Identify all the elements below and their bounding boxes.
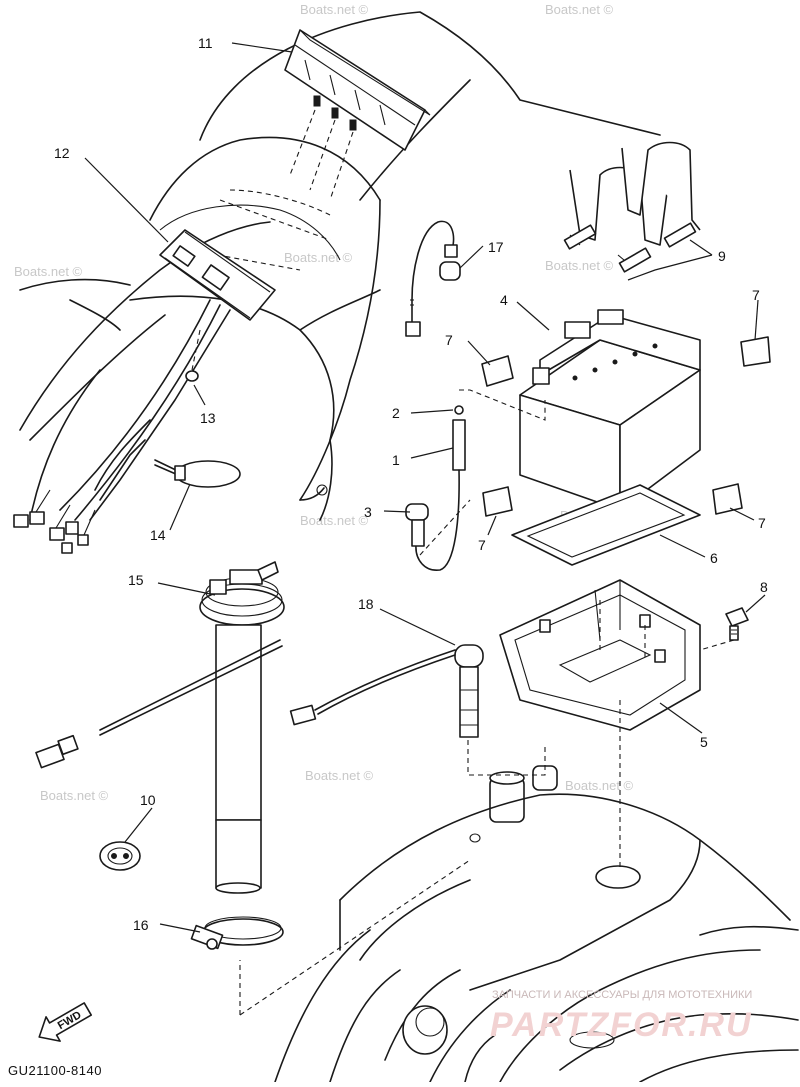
part-10-grommet[interactable] [99,841,141,871]
watermark: Boats.net © [305,768,374,783]
callout-8[interactable]: 8 [760,579,768,595]
callout-1[interactable]: 1 [392,452,400,468]
part-6-mat[interactable] [511,484,701,566]
hull-upper [19,11,661,521]
part-3-clamp[interactable] [405,503,429,547]
part-7-labels[interactable] [481,336,771,517]
part-5-battery-box[interactable] [499,579,701,731]
fwd-arrow: FWD [38,1002,93,1042]
watermark: Boats.net © [565,778,634,793]
part-15-fuel-sender[interactable] [35,561,285,894]
callout-18[interactable]: 18 [358,596,374,612]
watermark: Boats.net © [284,250,353,265]
watermark: Boats.net © [14,264,83,279]
brand-name: PARTZFOR.RU [490,1006,753,1044]
callout-numbers: 11 12 13 14 17 9 4 7 7 2 1 3 7 7 6 8 5 1… [54,35,768,933]
part-8-bolt[interactable] [699,607,749,651]
callout-7-top[interactable]: 7 [445,332,453,348]
callout-14[interactable]: 14 [150,527,166,543]
callout-15[interactable]: 15 [128,572,144,588]
brand-watermark: ЗАПЧАСТИ И АКСЕССУАРЫ ДЛЯ МОТОТЕХНИКИ PA… [490,989,753,1044]
watermark: Boats.net © [40,788,109,803]
hull-lower-tank [274,765,799,1083]
diagram-code: GU21100-8140 [8,1063,102,1078]
watermarks: Boats.net © Boats.net © Boats.net © Boat… [14,2,634,803]
callout-4[interactable]: 4 [500,292,508,308]
watermark: Boats.net © [545,258,614,273]
watermark: Boats.net © [300,513,369,528]
watermark: Boats.net © [545,2,614,17]
callout-12[interactable]: 12 [54,145,70,161]
callout-7-bottom-left[interactable]: 7 [478,537,486,553]
callout-16[interactable]: 16 [133,917,149,933]
assembly-lines [239,499,621,1016]
callout-7-bottom-right[interactable]: 7 [758,515,766,531]
part-9-battery-band[interactable] [563,141,701,273]
leader-lines [84,42,766,933]
callout-17[interactable]: 17 [488,239,504,255]
part-4-battery[interactable] [519,309,701,511]
part-1-2-vent-hose[interactable] [415,389,546,571]
callout-3[interactable]: 3 [364,504,372,520]
part-17-fuse[interactable] [405,220,461,337]
callout-2[interactable]: 2 [392,405,400,421]
fwd-label: FWD [56,1009,84,1032]
arrow-icon [38,1002,93,1042]
part-14-cable-tie[interactable] [154,459,241,488]
part-13-nut[interactable] [185,329,201,382]
callout-6[interactable]: 6 [710,550,718,566]
connector [13,514,29,528]
part-18-sensor[interactable] [289,644,484,738]
callout-9[interactable]: 9 [718,248,726,264]
watermark: Boats.net © [300,2,369,17]
callout-13[interactable]: 13 [200,410,216,426]
part-16-hose-clamp[interactable] [190,916,284,950]
brand-subtitle: ЗАПЧАСТИ И АКСЕССУАРЫ ДЛЯ МОТОТЕХНИКИ [492,989,752,1001]
callout-7-right[interactable]: 7 [752,287,760,303]
callout-10[interactable]: 10 [140,792,156,808]
part-11-meter[interactable] [284,29,431,201]
wire-harness [13,299,231,554]
callout-5[interactable]: 5 [700,734,708,750]
part-12-bracket[interactable] [159,229,276,321]
callout-11[interactable]: 11 [198,35,213,51]
